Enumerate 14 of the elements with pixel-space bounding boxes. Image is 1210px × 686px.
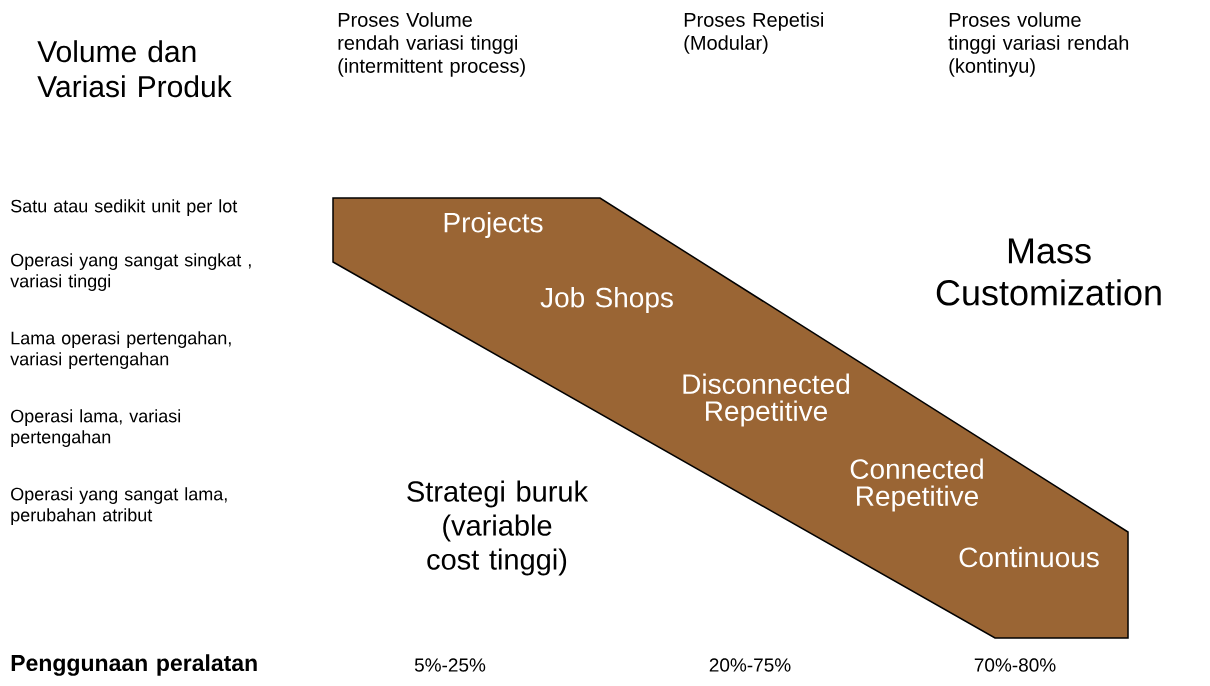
heading: Volume dan Variasi Produk xyxy=(37,40,232,98)
row-label: Lama operasi pertengahan, variasi pertengahan xyxy=(10,331,231,369)
row-label: Operasi yang sangat lama, perubahan atribut xyxy=(11,487,227,525)
region-label: Strategi buruk (variable cost tinggi) xyxy=(407,480,589,576)
row-label: Operasi yang sangat singkat , variasi tinggi xyxy=(10,253,251,291)
row-label: Satu atau sedikit unit per lot xyxy=(11,199,238,216)
column-heading: Proses Repetisi (Modular) xyxy=(684,12,823,54)
percentage-label: 70%-80% xyxy=(974,658,1056,672)
row-label: Operasi lama, variasi pertengahan xyxy=(11,409,180,447)
row-label: Penggunaan peralatan xyxy=(11,654,257,676)
percentage-label: 5%-25% xyxy=(414,658,486,672)
column-heading: Proses volume tinggi variasi rendah (kontinyu) xyxy=(948,12,1129,77)
column-heading: Proses Volume rendah variasi tinggi (intermittent process) xyxy=(338,12,525,77)
percentage-label: 20%-75% xyxy=(709,658,791,672)
